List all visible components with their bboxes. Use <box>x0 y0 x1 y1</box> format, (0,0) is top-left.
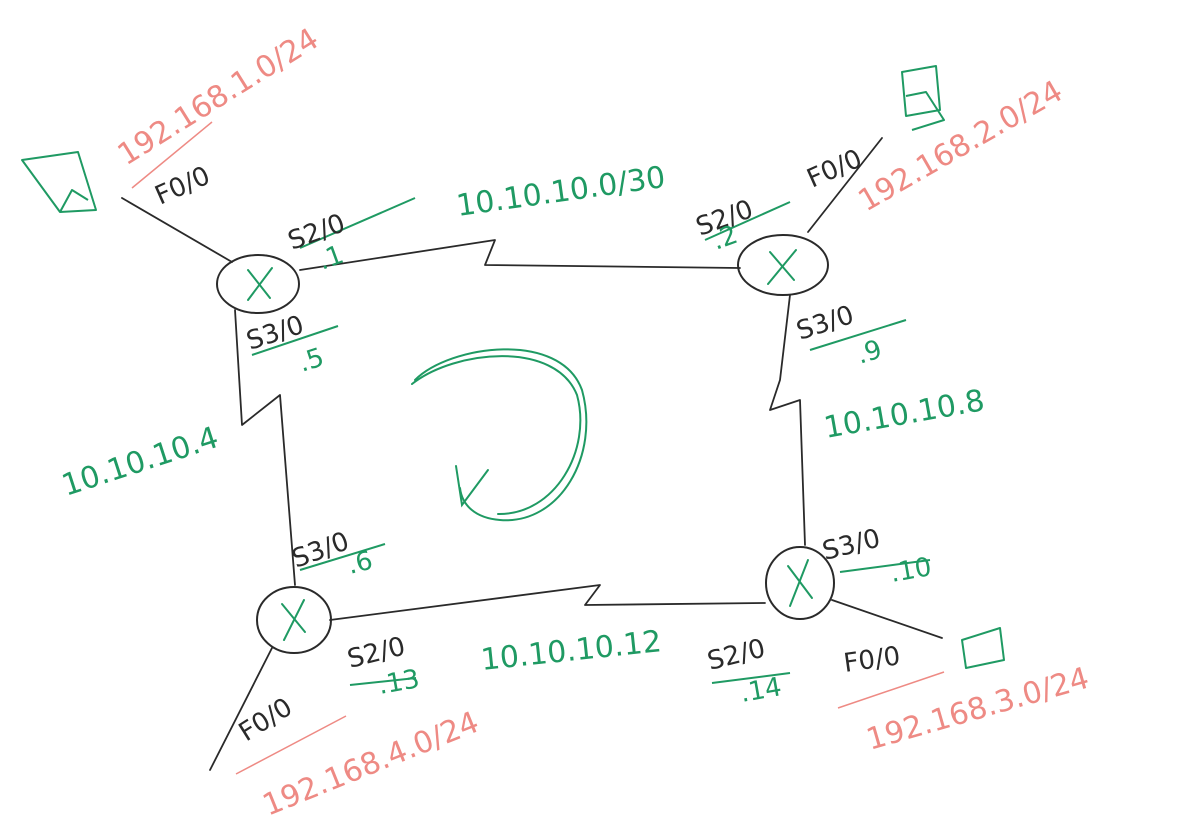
tl-fa-label: F0/0 <box>151 161 215 212</box>
lan-cables <box>121 137 943 771</box>
router-icon <box>767 249 797 285</box>
br-fa-label: F0/0 <box>842 641 902 679</box>
bl-s20-ip: .13 <box>376 664 422 701</box>
router-top-left[interactable] <box>216 254 300 314</box>
cable-bottom-left <box>209 647 273 771</box>
link-top-label: 10.10.10.0/30 <box>454 160 667 224</box>
lan-bottom-left-label: 192.168.4.0/24 <box>258 705 484 823</box>
br-s20-ip: .14 <box>738 672 784 709</box>
pc-icon <box>901 65 945 131</box>
link-right-label: 10.10.10.8 <box>821 383 987 446</box>
link-bottom <box>329 584 766 621</box>
router-top-right[interactable] <box>737 234 829 296</box>
cable-bottom-right <box>831 599 943 639</box>
tr-s30-label: S3/0 <box>793 300 858 347</box>
pc-icon-top-left <box>21 151 97 213</box>
pc-icon <box>21 151 97 213</box>
interface-labels: F0/0 S2/0 .1 S3/0 .5 F0/0 S2/0 .2 S3/0 .… <box>151 144 934 748</box>
bl-fa-label: F0/0 <box>234 692 298 748</box>
serial-links <box>234 239 806 621</box>
router-icon <box>247 267 273 301</box>
link-left-label: 10.10.10.4 <box>58 420 223 503</box>
interface-underlines <box>251 197 931 686</box>
lan-underlines <box>131 121 945 775</box>
br-s30-label: S3/0 <box>819 524 883 567</box>
lan-top-left-label: 192.168.1.0/24 <box>112 21 325 172</box>
lan-bottom-right-label: 192.168.3.0/24 <box>863 661 1093 758</box>
router-bottom-right[interactable] <box>765 546 835 620</box>
link-top <box>299 239 741 271</box>
br-s20-label: S2/0 <box>704 634 768 677</box>
pc-icon <box>961 627 1005 669</box>
link-right <box>769 294 806 546</box>
tl-s30-ip: .5 <box>295 342 328 378</box>
cable-top-left <box>121 197 233 263</box>
tr-s30-ip: .9 <box>853 334 886 370</box>
router-bottom-left[interactable] <box>256 586 332 654</box>
router-icon <box>281 599 306 641</box>
link-labels: 10.10.10.0/30 10.10.10.8 10.10.10.12 10.… <box>58 160 987 678</box>
pc-icon-bottom-right <box>961 627 1005 669</box>
bl-s30-label: S3/0 <box>288 526 353 574</box>
cable-top-right <box>807 137 883 233</box>
link-bottom-label: 10.10.10.12 <box>479 624 663 678</box>
rotation-arrow-icon <box>411 348 588 522</box>
lan-top-right-label: 192.168.2.0/24 <box>853 74 1069 219</box>
router-icon <box>787 559 813 607</box>
link-left <box>234 309 296 586</box>
bl-s30-ip: .6 <box>344 546 375 581</box>
br-s30-ip: .10 <box>888 552 934 589</box>
pc-icon-top-right <box>901 65 945 131</box>
